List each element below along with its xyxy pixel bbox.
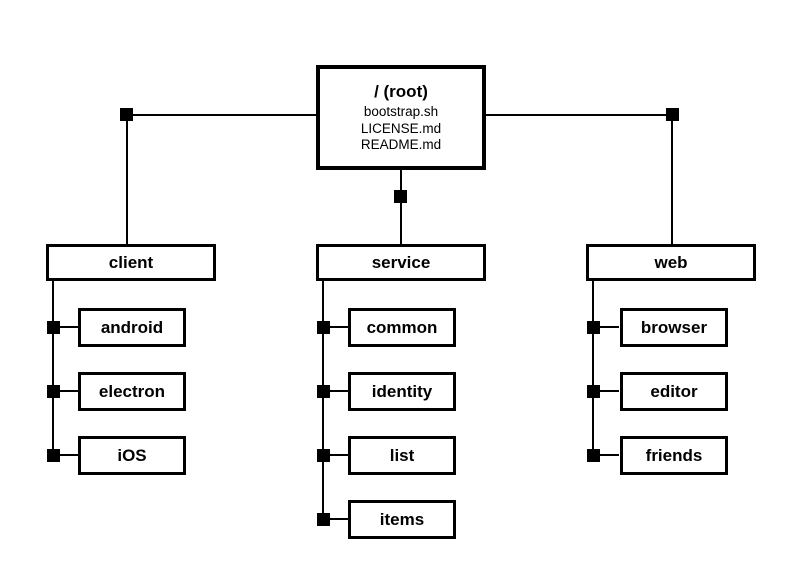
- stub-items: [323, 518, 349, 520]
- leaf-node-ios-label: iOS: [117, 445, 147, 465]
- stub-ios: [53, 454, 79, 456]
- leaf-node-list: list: [348, 436, 456, 475]
- leaf-node-items-label: items: [379, 509, 425, 529]
- leaf-node-android-label: android: [100, 317, 164, 337]
- leaf-node-identity-label: identity: [371, 381, 433, 401]
- junction-square-client: [120, 108, 133, 121]
- web-children-spine: [592, 281, 594, 456]
- leaf-node-editor-label: editor: [650, 381, 698, 401]
- branch-node-web: web: [586, 244, 756, 281]
- root-file-bootstrap: bootstrap.sh: [363, 104, 439, 120]
- connector-service-vertical: [400, 170, 402, 244]
- leaf-node-friends-label: friends: [645, 445, 703, 465]
- client-children-spine: [52, 281, 54, 456]
- leaf-node-friends: friends: [620, 436, 728, 475]
- root-file-license: LICENSE.md: [360, 120, 442, 136]
- leaf-node-browser-label: browser: [640, 317, 708, 337]
- stub-common: [323, 326, 349, 328]
- stub-android: [53, 326, 79, 328]
- stub-editor: [593, 390, 619, 392]
- branch-node-service: service: [316, 244, 486, 281]
- stub-list: [323, 454, 349, 456]
- leaf-node-editor: editor: [620, 372, 728, 411]
- connector-client-vertical: [126, 114, 128, 244]
- stub-friends: [593, 454, 619, 456]
- branch-node-service-label: service: [371, 252, 431, 272]
- leaf-node-electron: electron: [78, 372, 186, 411]
- leaf-node-common-label: common: [366, 317, 438, 337]
- leaf-node-items: items: [348, 500, 456, 539]
- leaf-node-ios: iOS: [78, 436, 186, 475]
- leaf-node-electron-label: electron: [98, 381, 166, 401]
- junction-square-web: [666, 108, 679, 121]
- leaf-node-identity: identity: [348, 372, 456, 411]
- leaf-node-common: common: [348, 308, 456, 347]
- connector-web-vertical: [671, 114, 673, 244]
- leaf-node-android: android: [78, 308, 186, 347]
- branch-node-web-label: web: [654, 252, 688, 272]
- connector-root-to-web-horizontal: [486, 114, 673, 116]
- junction-square-service: [394, 190, 407, 203]
- connector-root-to-client-horizontal: [127, 114, 316, 116]
- stub-identity: [323, 390, 349, 392]
- root-node: / (root) bootstrap.sh LICENSE.md README.…: [316, 65, 486, 170]
- stub-browser: [593, 326, 619, 328]
- service-children-spine: [322, 281, 324, 520]
- branch-node-client: client: [46, 244, 216, 281]
- branch-node-client-label: client: [108, 252, 154, 272]
- stub-electron: [53, 390, 79, 392]
- leaf-node-list-label: list: [389, 445, 415, 465]
- root-node-title: / (root): [374, 82, 428, 102]
- leaf-node-browser: browser: [620, 308, 728, 347]
- root-file-readme: README.md: [360, 137, 442, 153]
